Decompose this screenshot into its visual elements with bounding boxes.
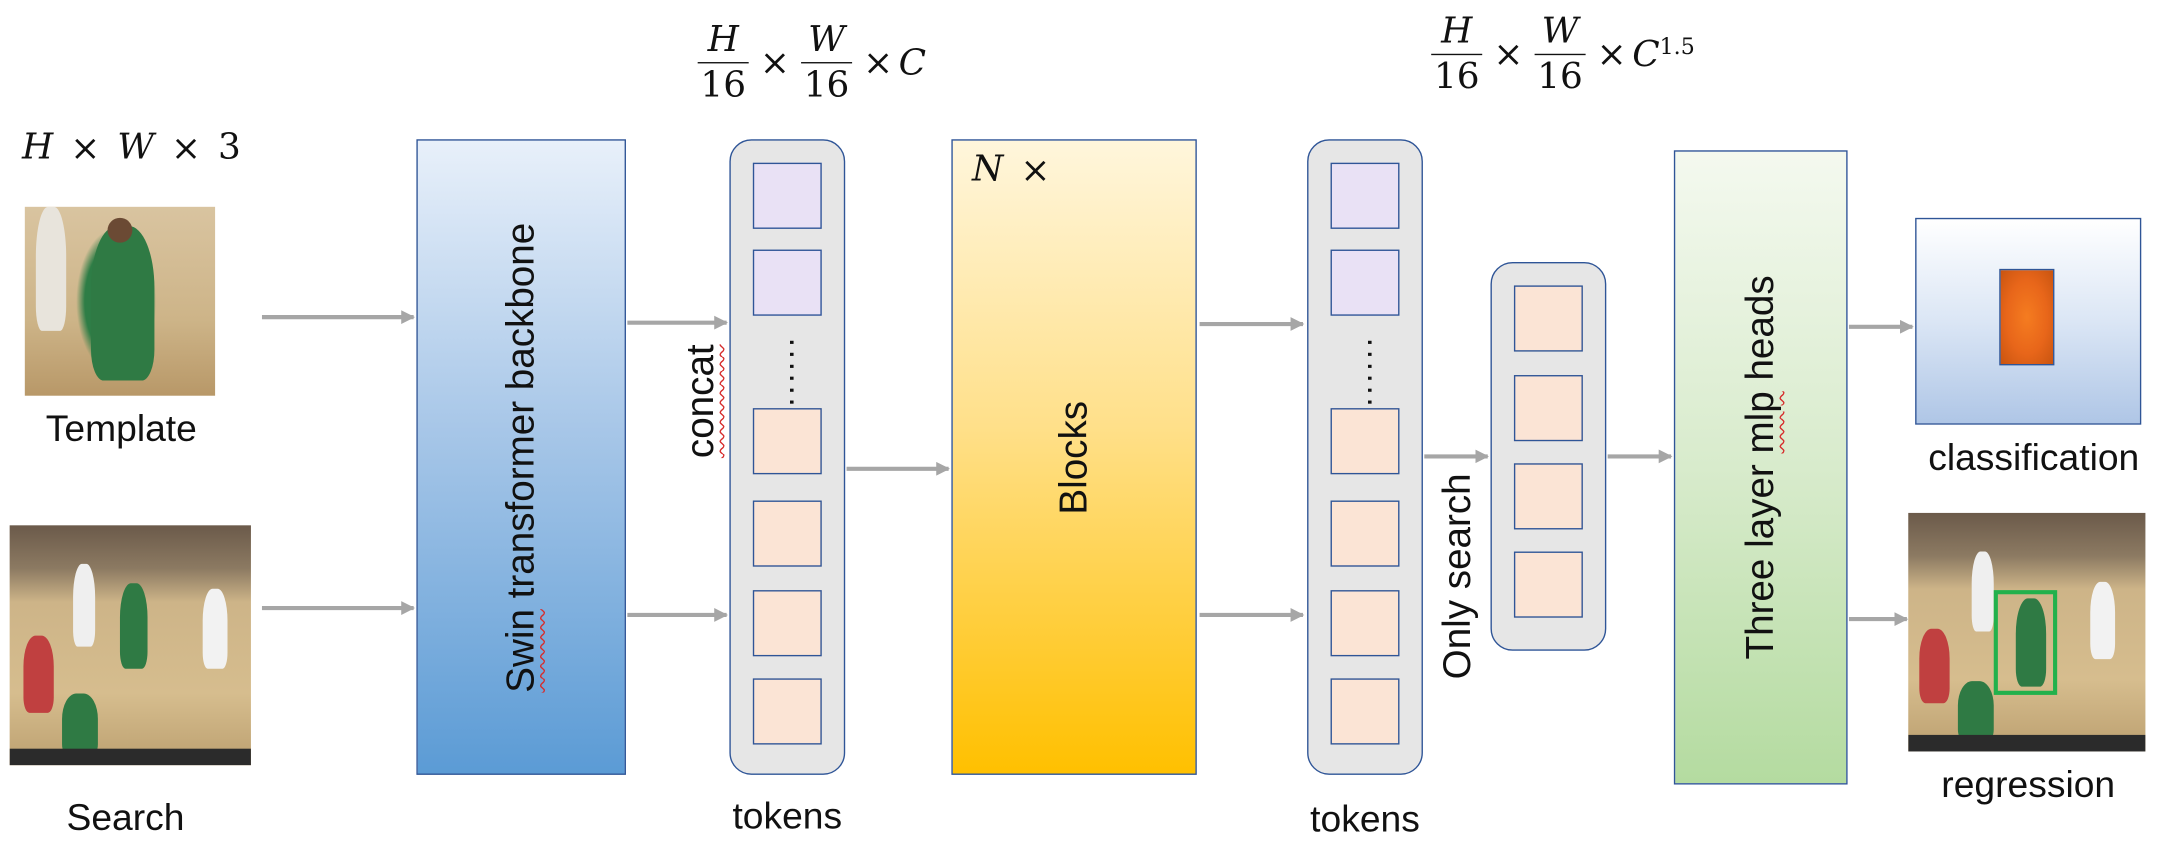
search-token xyxy=(752,678,822,745)
template-token xyxy=(1330,249,1400,316)
token-ellipsis: ...... xyxy=(1359,337,1397,410)
search-token xyxy=(1330,678,1400,745)
search-image xyxy=(9,525,251,766)
search-token xyxy=(1330,590,1400,657)
search-token xyxy=(752,500,822,567)
regression-image xyxy=(1908,512,2146,752)
search-token xyxy=(1513,285,1583,352)
blocks-label: Blocks xyxy=(1052,400,1095,514)
blocks-repeat: N × xyxy=(972,148,1051,192)
template-token xyxy=(1330,162,1400,229)
mlp-heads-label: Three layer mlp heads xyxy=(1738,275,1782,660)
search-token xyxy=(1330,408,1400,475)
swin-backbone-box: Swin transformer backbone xyxy=(416,139,626,775)
only-search-label: Only search xyxy=(1435,473,1479,680)
search-token xyxy=(752,408,822,475)
tokens-label-1: tokens xyxy=(732,795,843,837)
template-token xyxy=(752,249,822,316)
search-label: Search xyxy=(66,796,185,839)
template-label: Template xyxy=(45,408,197,450)
concat-label: concat xyxy=(678,344,722,459)
token-ellipsis: ...... xyxy=(781,337,820,410)
template-token xyxy=(752,162,822,229)
search-token xyxy=(1513,375,1583,442)
classification-label: classification xyxy=(1928,437,2140,479)
score-map-peak xyxy=(1999,268,2055,366)
template-image xyxy=(24,206,216,396)
search-token xyxy=(1513,551,1583,618)
blocks-box: N × Blocks xyxy=(951,139,1197,775)
regression-label: regression xyxy=(1941,763,2116,806)
search-token xyxy=(752,590,822,657)
swin-backbone-label: Swin transformer backbone xyxy=(499,222,542,693)
classification-map xyxy=(1915,217,2142,425)
concat-label-wrap: concat xyxy=(673,276,728,527)
input-dimension: H × W × 3 xyxy=(22,126,241,170)
tokens-label-2: tokens xyxy=(1310,798,1420,840)
only-search-label-wrap: Only search xyxy=(1430,455,1485,698)
token-column-2: ...... xyxy=(1307,139,1423,775)
token-column-1: ...... xyxy=(729,139,846,775)
mlp-heads-box: Three layer mlp heads xyxy=(1673,150,1848,785)
search-token-column xyxy=(1490,261,1607,651)
bbox-overlay xyxy=(1993,590,2058,695)
search-token xyxy=(1330,500,1400,567)
search-token xyxy=(1513,463,1583,530)
